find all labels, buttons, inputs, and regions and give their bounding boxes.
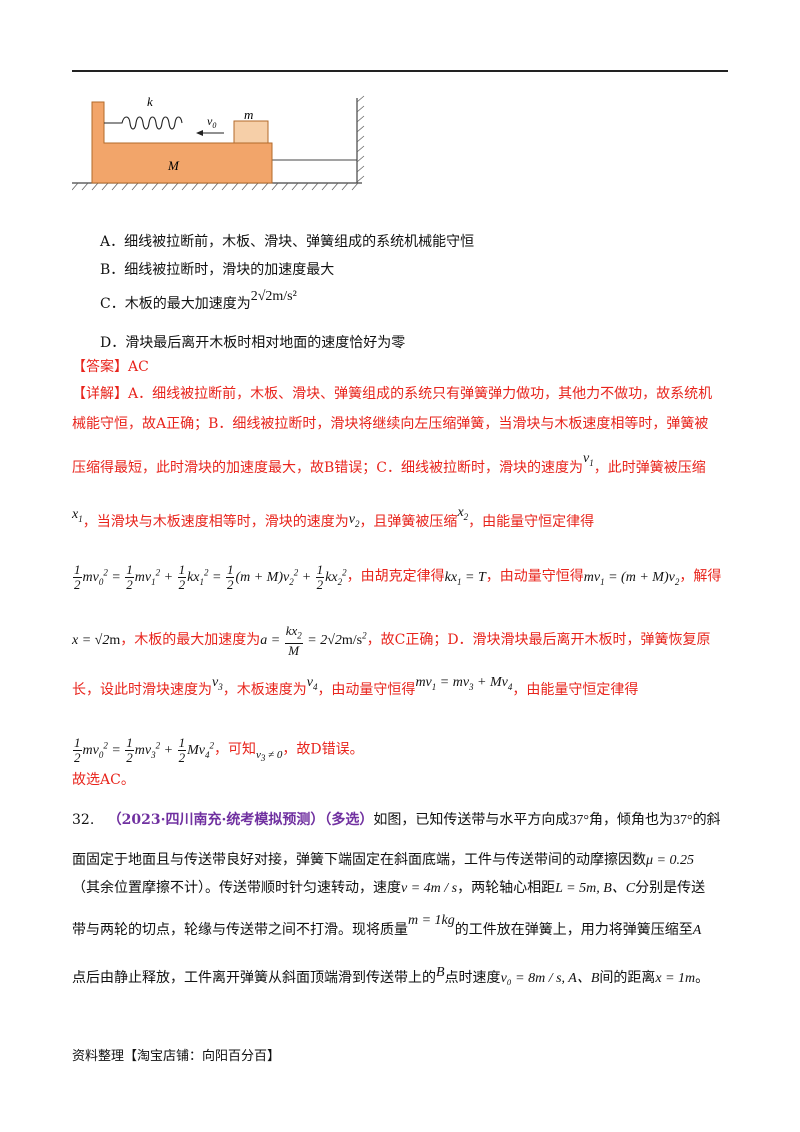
label-k: k xyxy=(147,94,153,109)
detail-line-1: 【详解】A．细线被拉断前，木板、滑块、弹簧组成的系统只有弹簧弹力做功，其他力不做… xyxy=(72,384,712,404)
detail-text: ，解得 xyxy=(679,568,722,585)
footer: 资料整理【淘宝店铺：向阳百分百】 xyxy=(72,1049,281,1064)
question-line-4: 带与两轮的切点，轮缘与传送带之间不打滑。现将质量m = 1kg的工件放在弹簧上，… xyxy=(72,913,702,941)
detail-text: ，木板速度为 xyxy=(222,682,307,698)
detail-text: ，故D错误。 xyxy=(282,741,364,758)
math-x: x = 1m xyxy=(655,971,696,986)
math-point-b: B xyxy=(436,965,445,980)
question-source: （2023·四川南充·统考模拟预测）（多选） xyxy=(107,812,374,828)
detail-line-4: x1，当滑块与木板速度相等时，滑块的速度为v2，且弹簧被压缩x2，由能量守恒定律… xyxy=(72,505,595,537)
detail-text: ，木板的最大加速度为 xyxy=(120,632,261,649)
detail-label: 【详解】 xyxy=(72,386,128,402)
option-a: A．细线被拉断前，木板、滑块、弹簧组成的系统机械能守恒 xyxy=(100,234,475,250)
math-v1: v1 xyxy=(583,451,594,468)
top-rule xyxy=(72,70,728,72)
detail-text: ，由动量守恒得 xyxy=(317,682,416,698)
math-hooke: kx1 = T xyxy=(444,569,486,587)
answer-value: AC xyxy=(128,359,149,375)
math-speed: v = 4m / s xyxy=(401,881,458,896)
option-d: D．滑块最后离开木板时相对地面的速度恰好为零 xyxy=(100,335,406,351)
detail-line-7: 长，设此时滑块速度为v3，木板速度为v4，由动量守恒得mv1 = mv3 + M… xyxy=(72,675,639,705)
math-point-a: A xyxy=(692,923,702,938)
question-text: 分别是传送 xyxy=(635,880,706,896)
detail-text: ，由能量守恒定律得 xyxy=(468,514,595,530)
detail-text: 长，设此时滑块速度为 xyxy=(72,682,212,698)
math-v4: v4 xyxy=(306,675,318,692)
math-v3: v3 xyxy=(212,675,223,692)
question-text: 的工件放在弹簧上，用力将弹簧压缩至 xyxy=(454,922,693,938)
question-line-2: 面固定于地面且与传送带良好对接，弹簧下端固定在斜面底端，工件与传送带间的动摩擦因… xyxy=(72,850,694,871)
math-v3-nonzero: v3 ≠ 0 xyxy=(255,748,283,763)
detail-text: ，当滑块与木板速度相等时，滑块的速度为 xyxy=(82,514,349,530)
question-line-5: 点后由静止释放，工件离开弹簧从斜面顶端滑到传送带上的B点时速度v₀ = 8m /… xyxy=(72,965,710,989)
answer-line: 【答案】AC xyxy=(72,357,149,377)
question-text: 的斜 xyxy=(692,812,721,828)
detail-text: ，由能量守恒定律得 xyxy=(512,682,639,698)
option-c-text: C．木板的最大加速度为 xyxy=(100,296,251,312)
option-c: C．木板的最大加速度为2√2m/s² xyxy=(100,289,297,315)
question-text: 如图，已知传送带与水平方向成 xyxy=(373,812,570,828)
label-m: m xyxy=(244,107,253,122)
math-momentum-2: mv1 = mv3 + Mv4 xyxy=(415,675,513,692)
question-text: 角，倾角也为 xyxy=(588,812,673,828)
math-mass: m = 1kg xyxy=(408,913,455,928)
math-x-result: x = √2m xyxy=(72,633,121,649)
option-c-math: 2√2m/s² xyxy=(250,289,297,304)
question-text: ，两轮轴心相距 xyxy=(457,880,556,896)
detail-text: ，且弹簧被压缩 xyxy=(359,514,458,530)
math-mu: μ = 0.25 xyxy=(646,853,694,868)
detail-text: 压缩得最短，此时滑块的加速度最大，故B错误；C．细线被拉断时，滑块的速度为 xyxy=(72,460,583,476)
question-text: 间的距离 xyxy=(599,970,656,986)
label-v0: v0 xyxy=(207,114,216,130)
detail-text: A．细线被拉断前，木板、滑块、弹簧组成的系统只有弹簧弹力做功，其他力不做功，故系… xyxy=(128,386,713,402)
detail-text: ，由胡克定律得 xyxy=(346,568,445,585)
detail-text: ，可知 xyxy=(213,741,256,758)
detail-text: ，故C正确；D．滑块滑块最后离开木板时，弹簧恢复原 xyxy=(366,632,711,649)
question-text: 点时速度 xyxy=(444,970,501,986)
math-angle-1: 37° xyxy=(569,813,589,828)
question-number: 32. xyxy=(72,812,95,828)
math-x2: x2 xyxy=(457,505,469,522)
math-momentum: mv1 = (m + M)v2 xyxy=(583,569,680,587)
math-v0: v₀ = 8m / s, A、B xyxy=(500,971,600,986)
math-angle-2: 37° xyxy=(672,813,693,828)
math-v2: v2 xyxy=(348,512,360,529)
question-text: 带与两轮的切点，轮缘与传送带之间不打滑。现将质量 xyxy=(72,922,408,938)
detail-text: ，由动量守恒得 xyxy=(485,568,584,585)
option-b: B．细线被拉断时，滑块的加速度最大 xyxy=(100,262,335,278)
detail-text: ，此时弹簧被压缩 xyxy=(593,460,706,476)
detail-conclusion: 故选AC。 xyxy=(72,772,135,788)
question-line-1: 32. （2023·四川南充·统考模拟预测）（多选）如图，已知传送带与水平方向成… xyxy=(72,810,721,831)
label-M: M xyxy=(167,158,180,173)
question-text: 点后由静止释放，工件离开弹簧从斜面顶端滑到传送带上的 xyxy=(72,970,436,986)
question-line-3: （其余位置摩擦不计）。传送带顺时针匀速转动，速度v = 4m / s，两轮轴心相… xyxy=(72,878,705,899)
math-x1: x1 xyxy=(72,507,83,524)
answer-label: 【答案】 xyxy=(72,359,128,375)
question-text: （其余位置摩擦不计）。传送带顺时针匀速转动，速度 xyxy=(72,880,401,896)
detail-line-2: 械能守恒，故A正确；B．细线被拉断时，滑块将继续向左压缩弹簧，当滑块与木板速度相… xyxy=(72,416,709,432)
question-text: 面固定于地面且与传送带良好对接，弹簧下端固定在斜面底端，工件与传送带间的动摩擦因… xyxy=(72,852,646,868)
math-distance: L = 5m, B、C xyxy=(555,881,636,896)
spring-block-figure: k v0 m M xyxy=(72,94,365,191)
question-text: 。 xyxy=(695,970,710,986)
detail-line-3: 压缩得最短，此时滑块的加速度最大，故B错误；C．细线被拉断时，滑块的速度为v1，… xyxy=(72,451,706,483)
